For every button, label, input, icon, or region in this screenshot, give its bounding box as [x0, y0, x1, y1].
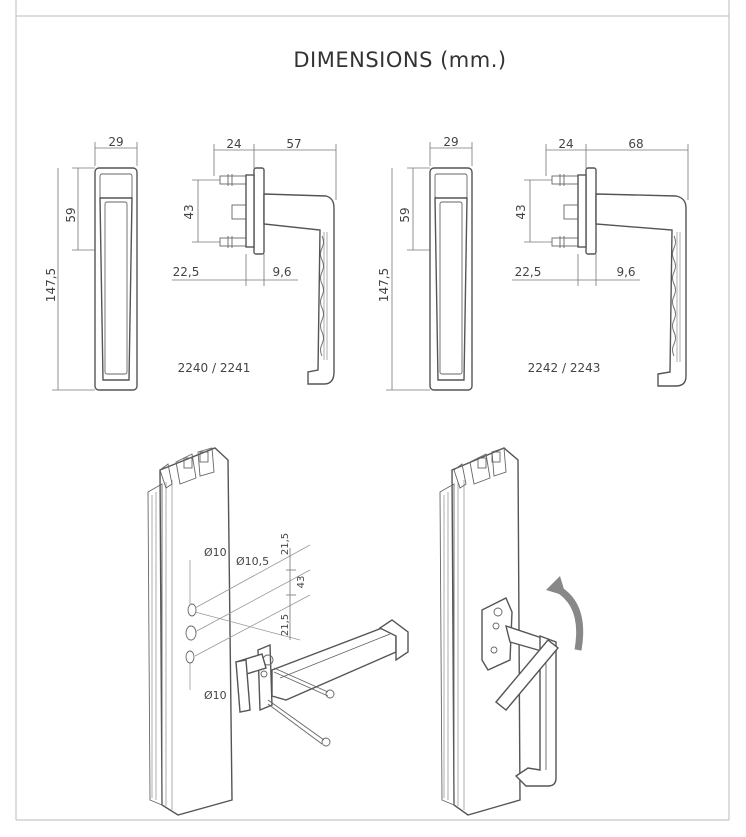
page-title: DIMENSIONS (mm.)	[293, 48, 507, 72]
m2-side-base-label: 24	[558, 137, 573, 151]
m2-side-offset-label: 22,5	[515, 265, 542, 279]
model1-front-view: 29 59 147,5	[44, 135, 138, 391]
rotate-arrow-icon	[554, 584, 584, 651]
install-view-mounted	[439, 447, 584, 816]
model2-side-view: 24 68 43 22,5 9,6 2242 / 2243	[512, 137, 689, 387]
dist-bottom-label: 21,5	[280, 614, 291, 636]
model1-side-view: 24 57 43 22,5 9,6 2240 / 2241	[172, 137, 337, 385]
hole-top-label: Ø10	[204, 546, 227, 559]
m1-front-rosette-label: 59	[64, 207, 78, 222]
model2-front-view: 29 59 147,5	[377, 135, 473, 391]
m1-side-reach-label: 57	[286, 137, 301, 151]
m1-model-label: 2240 / 2241	[178, 361, 251, 375]
m2-side-spacing-label: 43	[514, 204, 528, 219]
hole-mid-label: Ø10,5	[236, 555, 269, 568]
m2-front-rosette-label: 59	[398, 207, 412, 222]
m1-side-thickness-label: 9,6	[272, 265, 291, 279]
arrow-head-icon	[546, 576, 566, 596]
m1-front-width-label: 29	[108, 135, 123, 149]
m2-front-width-label: 29	[443, 135, 458, 149]
m2-side-reach-label: 68	[628, 137, 643, 151]
m1-side-offset-label: 22,5	[173, 265, 200, 279]
m2-model-label: 2242 / 2243	[528, 361, 601, 375]
m2-front-total-label: 147,5	[377, 268, 391, 302]
m1-side-spacing-label: 43	[182, 204, 196, 219]
m1-side-base-label: 24	[226, 137, 241, 151]
hole-bottom-label: Ø10	[204, 689, 227, 702]
m1-front-total-label: 147,5	[44, 268, 58, 302]
m2-side-thickness-label: 9,6	[616, 265, 635, 279]
dist-mid-label: 43	[296, 576, 307, 589]
install-view-drilling: Ø10 Ø10,5 Ø10 21,5 43 21,5	[147, 447, 409, 816]
dist-top-label: 21,5	[280, 533, 291, 555]
